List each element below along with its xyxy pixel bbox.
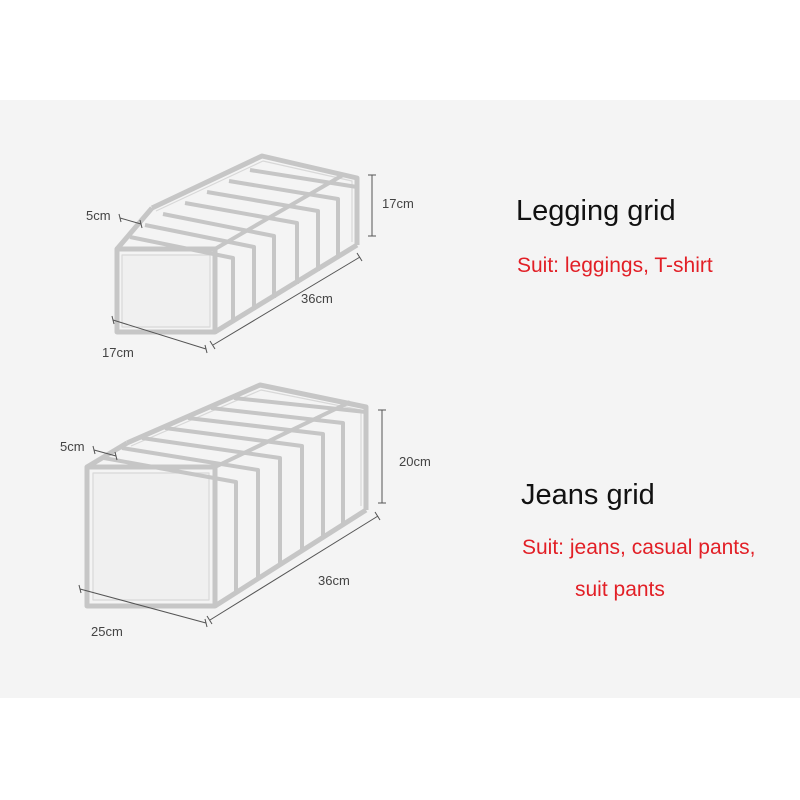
jeans-grid-title: Jeans grid bbox=[521, 479, 655, 511]
jeans-depth-label: 25cm bbox=[91, 624, 123, 639]
jeans-width-label: 5cm bbox=[60, 439, 85, 454]
legging-depth-label: 17cm bbox=[102, 345, 134, 360]
legging-height-label: 17cm bbox=[382, 196, 414, 211]
legging-width-label: 5cm bbox=[86, 208, 111, 223]
legging-length-label: 36cm bbox=[301, 291, 333, 306]
jeans-grid-box bbox=[84, 382, 369, 609]
jeans-length-label: 36cm bbox=[318, 573, 350, 588]
jeans-suit-line2: suit pants bbox=[575, 578, 665, 601]
legging-grid-title: Legging grid bbox=[516, 195, 676, 227]
legging-grid-box bbox=[114, 153, 360, 335]
jeans-height-label: 20cm bbox=[399, 454, 431, 469]
legging-suit-text: Suit: leggings, T-shirt bbox=[517, 254, 713, 277]
jeans-suit-line1: Suit: jeans, casual pants, bbox=[522, 536, 756, 559]
